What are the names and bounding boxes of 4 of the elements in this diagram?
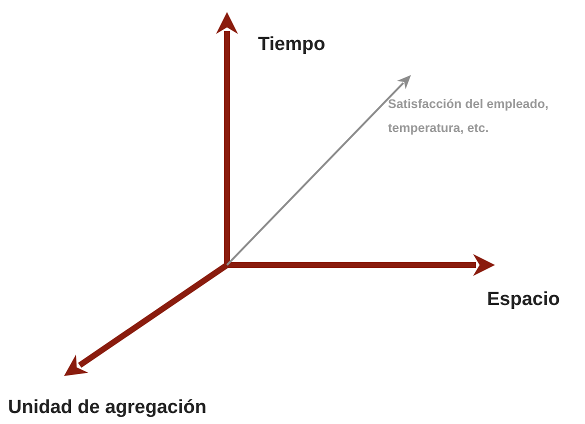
axis-label: Espacio bbox=[487, 289, 560, 311]
axis-label: Satisfacción del empleado, temperatura, etc. bbox=[388, 96, 550, 137]
axis-label: Tiempo bbox=[258, 34, 326, 56]
axis-label: Unidad de agregación bbox=[8, 397, 206, 419]
